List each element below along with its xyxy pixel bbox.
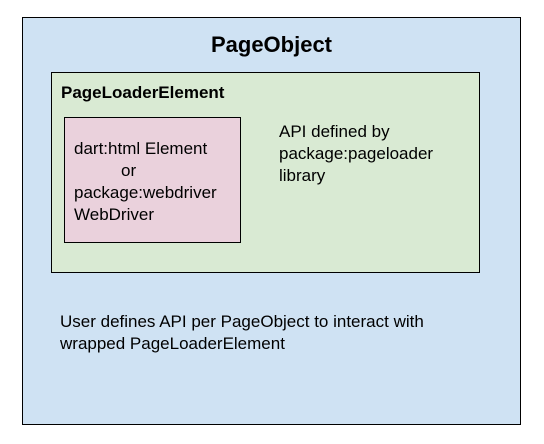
user-api-description: User defines API per PageObject to inter… [60, 311, 424, 355]
page-loader-element-title: PageLoaderElement [61, 83, 225, 102]
api-description-line-2: package:pageloader [279, 144, 434, 163]
api-description-line-3: library [279, 166, 326, 185]
page-object-title: PageObject [210, 32, 333, 57]
wrapped-element-line-4: WebDriver [74, 205, 154, 224]
api-description-line-1: API defined by [279, 122, 390, 141]
wrapped-element-line-3: package:webdriver [74, 183, 217, 202]
wrapped-element-line-1: dart:html Element [74, 139, 208, 158]
wrapped-element-line-or: or [121, 161, 137, 180]
wrapped-element-text: dart:html Element or package:webdriver W… [74, 138, 217, 226]
wrapped-element-box: dart:html Element or package:webdriver W… [64, 117, 241, 243]
user-api-description-line-1: User defines API per PageObject to inter… [60, 312, 424, 331]
api-description: API defined by package:pageloader librar… [279, 121, 433, 187]
user-api-description-line-2: wrapped PageLoaderElement [60, 334, 285, 353]
